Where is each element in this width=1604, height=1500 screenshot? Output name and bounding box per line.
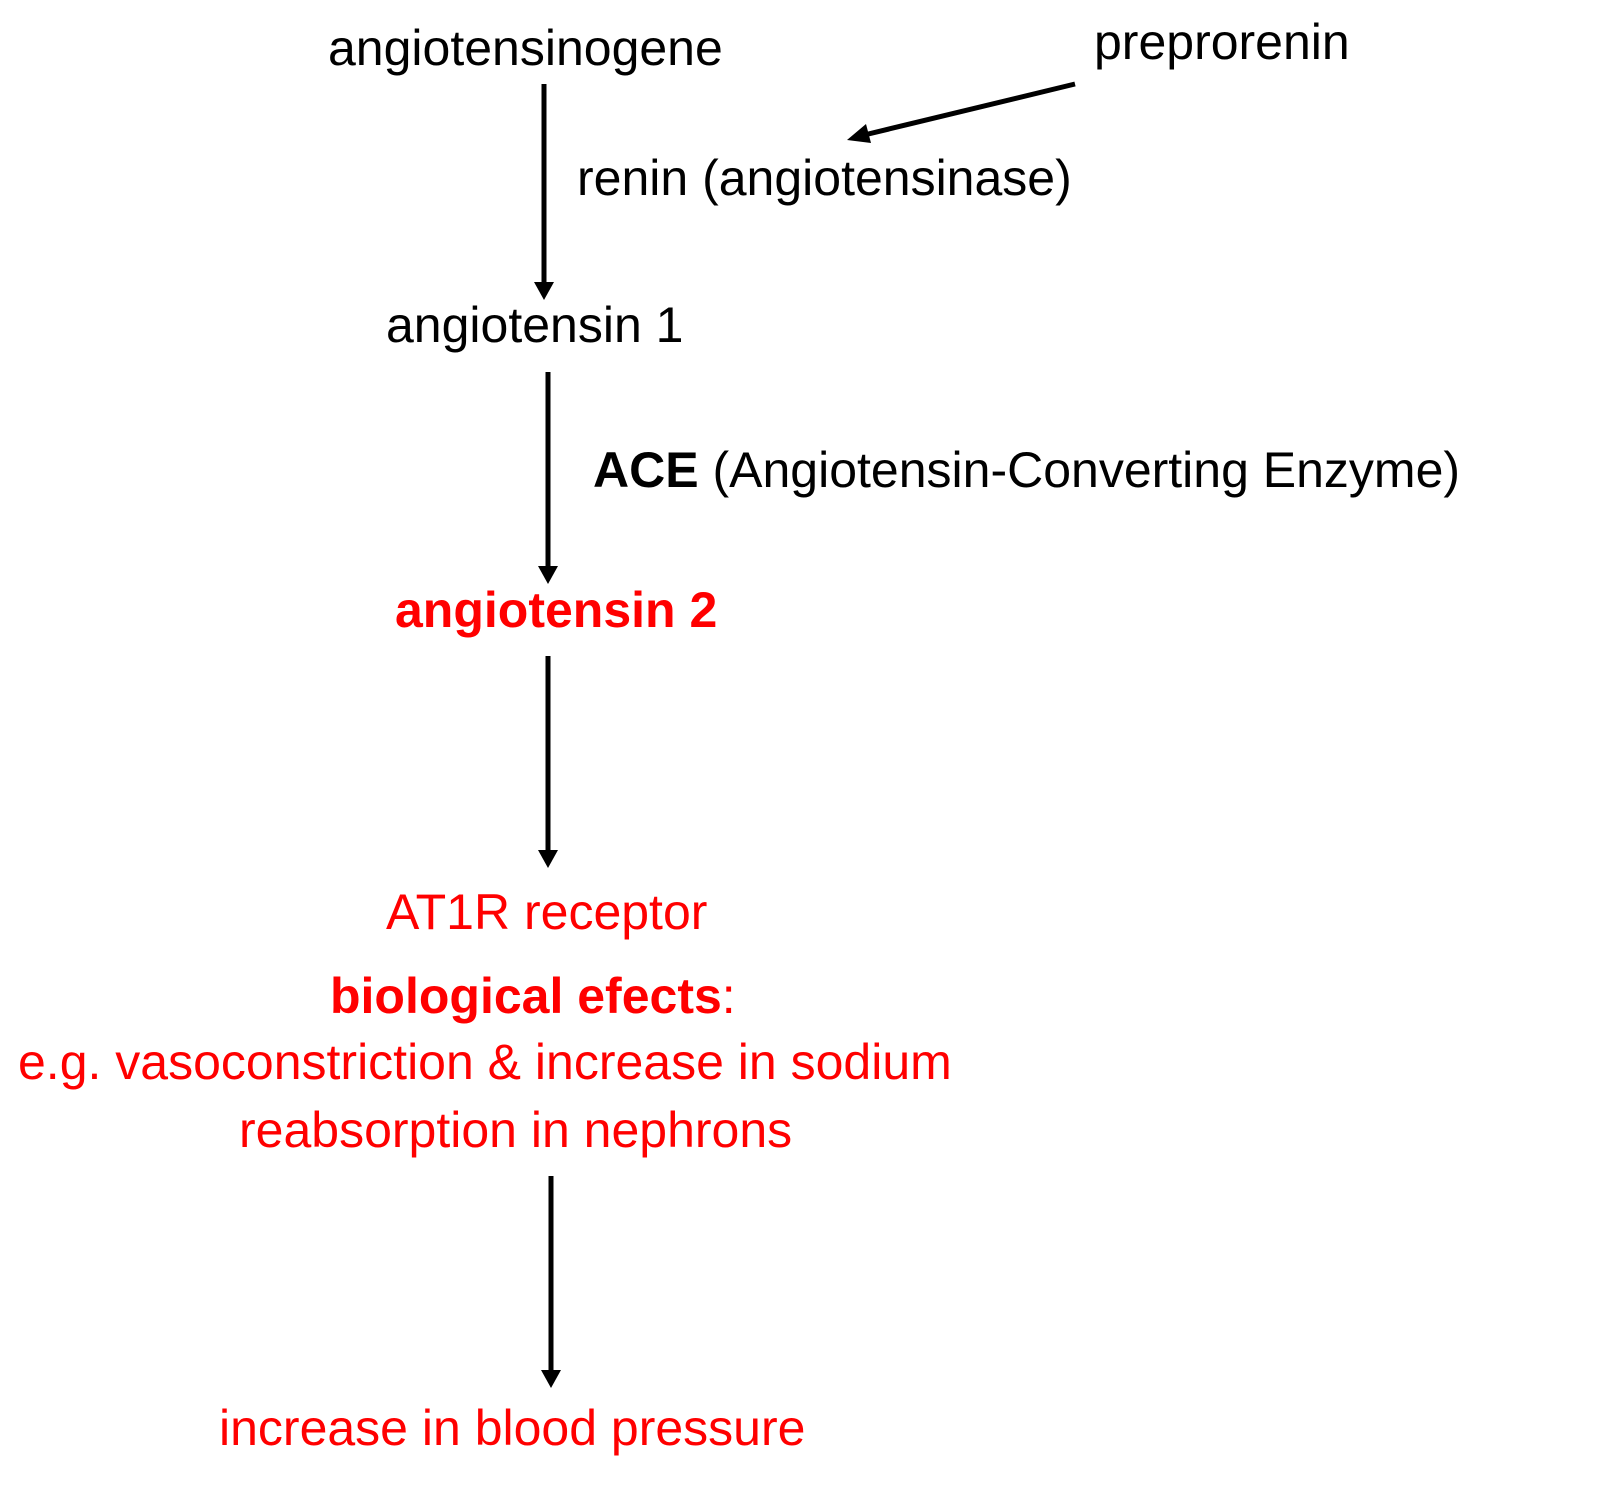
- effects-line-2: reabsorption in nephrons: [239, 1102, 793, 1158]
- effects-line-1: e.g. vasoconstriction & increase in sodi…: [18, 1034, 952, 1090]
- ace-abbreviation: ACE: [593, 442, 699, 498]
- node-increase-blood-pressure: increase in blood pressure: [219, 1400, 806, 1456]
- arrowhead-5: [541, 1370, 561, 1388]
- arrow-preprorenin-to-renin: [859, 81, 1076, 139]
- node-preprorenin: preprorenin: [1094, 14, 1350, 70]
- node-angiotensin-2: angiotensin 2: [395, 582, 718, 638]
- arrowhead-3: [538, 566, 558, 584]
- node-angiotensinogene: angiotensinogene: [328, 20, 723, 76]
- node-angiotensin-1: angiotensin 1: [386, 297, 684, 353]
- enzyme-ace: ACE (Angiotensin-Converting Enzyme): [593, 440, 1460, 500]
- arrowhead-4: [538, 850, 558, 868]
- effects-heading-colon: :: [721, 968, 736, 1024]
- arrowhead-1: [534, 282, 554, 300]
- ace-full-name: (Angiotensin-Converting Enzyme): [712, 442, 1461, 498]
- node-at1r-receptor: AT1R receptor: [386, 884, 708, 940]
- arrowhead-2: [847, 124, 871, 143]
- enzyme-renin: renin (angiotensinase): [577, 150, 1072, 206]
- effects-heading-text: biological efects: [330, 968, 722, 1024]
- effects-heading: biological efects:: [330, 966, 736, 1026]
